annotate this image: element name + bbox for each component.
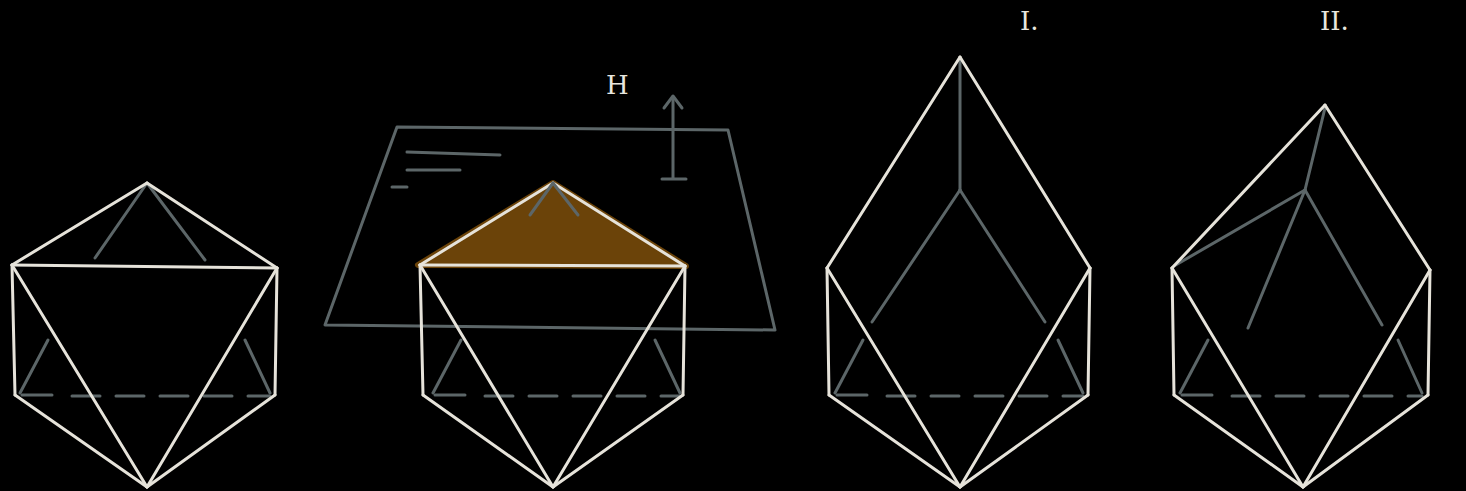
figure-number: II. (1320, 8, 1349, 34)
cut-icosahedron (325, 96, 775, 487)
elongated-polyhedron-one (827, 57, 1090, 487)
elongated-polyhedron-two (1172, 105, 1430, 487)
icosahedron (12, 183, 277, 487)
height-label: H (606, 72, 629, 98)
figure-number: I. (1020, 8, 1039, 34)
